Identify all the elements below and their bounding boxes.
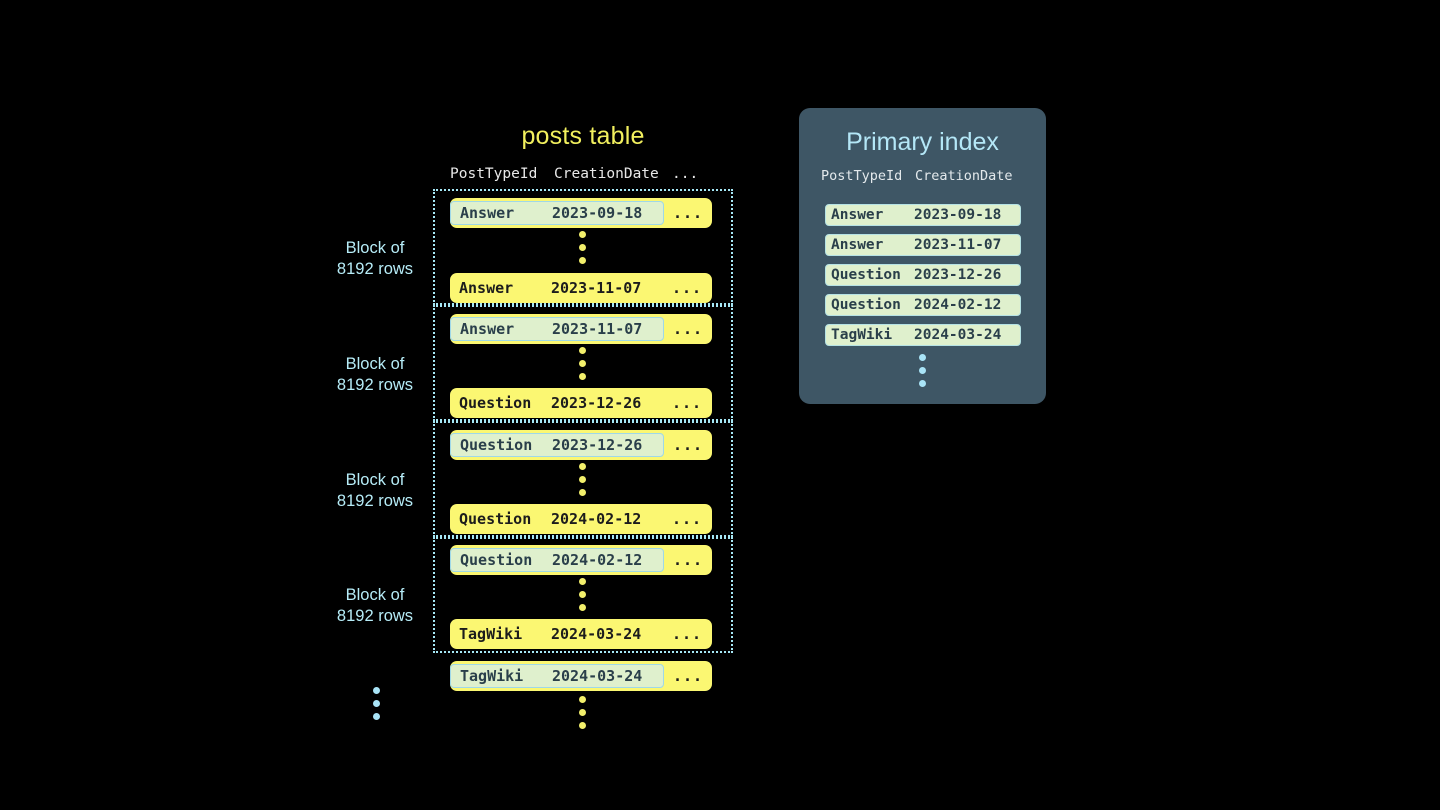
row-creationdate: 2024-02-12 bbox=[551, 510, 642, 528]
row-posttypeid: TagWiki bbox=[459, 625, 523, 643]
row-posttypeid: Question bbox=[460, 551, 533, 569]
posts-table-column-headers: PostTypeId CreationDate ... bbox=[450, 166, 712, 182]
block-label-4-line1: Block of bbox=[345, 586, 405, 604]
row-ellipsis-dots bbox=[577, 578, 587, 611]
table-row: TagWiki 2024-03-24 ... bbox=[450, 619, 712, 649]
column-header-creationdate: CreationDate bbox=[554, 166, 659, 182]
row-creationdate: 2023-11-07 bbox=[551, 279, 642, 297]
block-container-3 bbox=[433, 421, 733, 537]
block-label-2-line1: Block of bbox=[345, 355, 405, 373]
index-row-posttypeid: TagWiki bbox=[831, 327, 893, 343]
block-label-3-line1: Block of bbox=[345, 471, 405, 489]
row-more: ... bbox=[671, 625, 703, 643]
index-row-posttypeid: Answer bbox=[831, 207, 884, 223]
row-posttypeid: TagWiki bbox=[460, 667, 524, 685]
row-more: ... bbox=[671, 279, 703, 297]
row-more: ... bbox=[671, 510, 703, 528]
index-row-posttypeid: Question bbox=[831, 267, 901, 283]
row-posttypeid: Question bbox=[460, 436, 533, 454]
primary-index-column-headers: PostTypeId CreationDate bbox=[821, 168, 1027, 184]
row-ellipsis-dots bbox=[577, 463, 587, 496]
primary-index-rows: Answer 2023-09-18 Answer 2023-11-07 Ques… bbox=[825, 204, 1021, 354]
index-row-posttypeid: Answer bbox=[831, 237, 884, 253]
index-row: TagWiki 2024-03-24 bbox=[825, 324, 1021, 346]
block-label-4-line2: 8192 rows bbox=[336, 607, 414, 625]
block-label-2: Block of 8192 rows bbox=[300, 354, 450, 396]
row-creationdate: 2023-09-18 bbox=[552, 204, 643, 222]
block-label-3: Block of 8192 rows bbox=[300, 470, 450, 512]
row-more: ... bbox=[672, 320, 704, 338]
row-posttypeid: Answer bbox=[459, 279, 514, 297]
index-row-creationdate: 2023-09-18 bbox=[914, 207, 1002, 223]
posts-table-title: posts table bbox=[521, 122, 645, 150]
row-ellipsis-dots bbox=[577, 231, 587, 264]
block-container-2 bbox=[433, 305, 733, 421]
index-row-posttypeid: Question bbox=[831, 297, 901, 313]
row-more: ... bbox=[672, 667, 704, 685]
index-row-creationdate: 2024-03-24 bbox=[914, 327, 1002, 343]
row-more: ... bbox=[671, 394, 703, 412]
row-more: ... bbox=[672, 436, 704, 454]
table-row: Answer 2023-11-07 ... bbox=[450, 273, 712, 303]
row-posttypeid: Question bbox=[459, 394, 532, 412]
primary-index-panel: Primary index PostTypeId CreationDate An… bbox=[799, 108, 1046, 404]
row-more: ... bbox=[672, 551, 704, 569]
table-row: Answer 2023-11-07 ... bbox=[450, 314, 712, 344]
row-creationdate: 2024-03-24 bbox=[552, 667, 643, 685]
primary-index-title: Primary index bbox=[846, 128, 999, 156]
row-creationdate: 2023-12-26 bbox=[551, 394, 642, 412]
index-row: Answer 2023-11-07 bbox=[825, 234, 1021, 256]
table-row: Question 2023-12-26 ... bbox=[450, 430, 712, 460]
table-row: Question 2023-12-26 ... bbox=[450, 388, 712, 418]
index-row: Question 2024-02-12 bbox=[825, 294, 1021, 316]
block-label-1-line2: 8192 rows bbox=[336, 260, 414, 278]
table-row: Answer 2023-09-18 ... bbox=[450, 198, 712, 228]
block-label-2-line2: 8192 rows bbox=[336, 376, 414, 394]
table-row: TagWiki 2024-03-24 ... bbox=[450, 661, 712, 691]
block-label-3-line2: 8192 rows bbox=[336, 492, 414, 510]
column-header-more: ... bbox=[672, 166, 699, 182]
index-column-header-creationdate: CreationDate bbox=[915, 168, 1013, 184]
row-more: ... bbox=[672, 204, 704, 222]
row-creationdate: 2023-12-26 bbox=[552, 436, 643, 454]
row-ellipsis-dots bbox=[577, 347, 587, 380]
row-posttypeid: Answer bbox=[460, 320, 515, 338]
index-row: Question 2023-12-26 bbox=[825, 264, 1021, 286]
block-label-1-line1: Block of bbox=[345, 239, 405, 257]
table-continuation-dots bbox=[577, 696, 587, 729]
block-container-1 bbox=[433, 189, 733, 305]
row-creationdate: 2023-11-07 bbox=[552, 320, 643, 338]
blocks-continuation-dots bbox=[371, 687, 381, 720]
block-container-4 bbox=[433, 537, 733, 653]
index-continuation-dots bbox=[799, 354, 1046, 387]
block-label-1: Block of 8192 rows bbox=[300, 238, 450, 280]
index-row-creationdate: 2023-12-26 bbox=[914, 267, 1002, 283]
row-creationdate: 2024-03-24 bbox=[551, 625, 642, 643]
table-row: Question 2024-02-12 ... bbox=[450, 545, 712, 575]
index-row-creationdate: 2024-02-12 bbox=[914, 297, 1002, 313]
index-row-creationdate: 2023-11-07 bbox=[914, 237, 1002, 253]
block-label-4: Block of 8192 rows bbox=[300, 585, 450, 627]
index-column-header-posttypeid: PostTypeId bbox=[821, 168, 903, 184]
row-posttypeid: Question bbox=[459, 510, 532, 528]
row-creationdate: 2024-02-12 bbox=[552, 551, 643, 569]
row-posttypeid: Answer bbox=[460, 204, 515, 222]
table-row: Question 2024-02-12 ... bbox=[450, 504, 712, 534]
index-row: Answer 2023-09-18 bbox=[825, 204, 1021, 226]
column-header-posttypeid: PostTypeId bbox=[450, 166, 538, 182]
